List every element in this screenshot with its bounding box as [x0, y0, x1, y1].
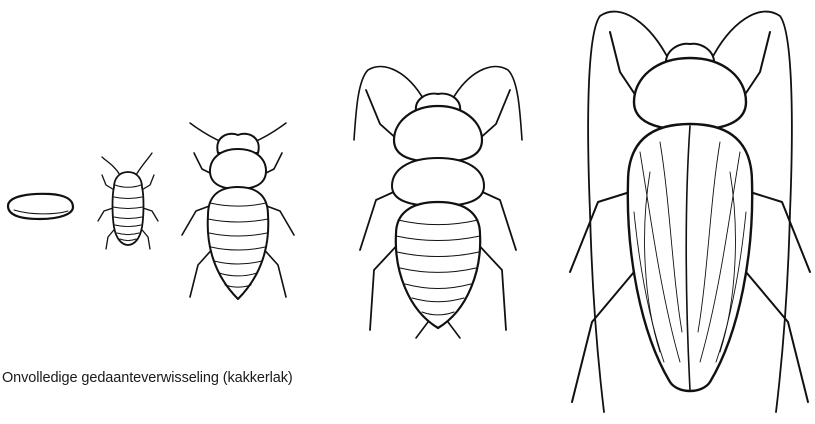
nymph-stage-2-icon	[182, 123, 294, 299]
nymph-stage-3-icon	[354, 67, 522, 338]
adult-cockroach-icon	[570, 12, 810, 412]
nymph-stage-1-icon	[98, 153, 158, 249]
diagram-caption: Onvolledige gedaanteverwisseling (kakker…	[2, 370, 293, 386]
egg-icon	[8, 194, 73, 219]
